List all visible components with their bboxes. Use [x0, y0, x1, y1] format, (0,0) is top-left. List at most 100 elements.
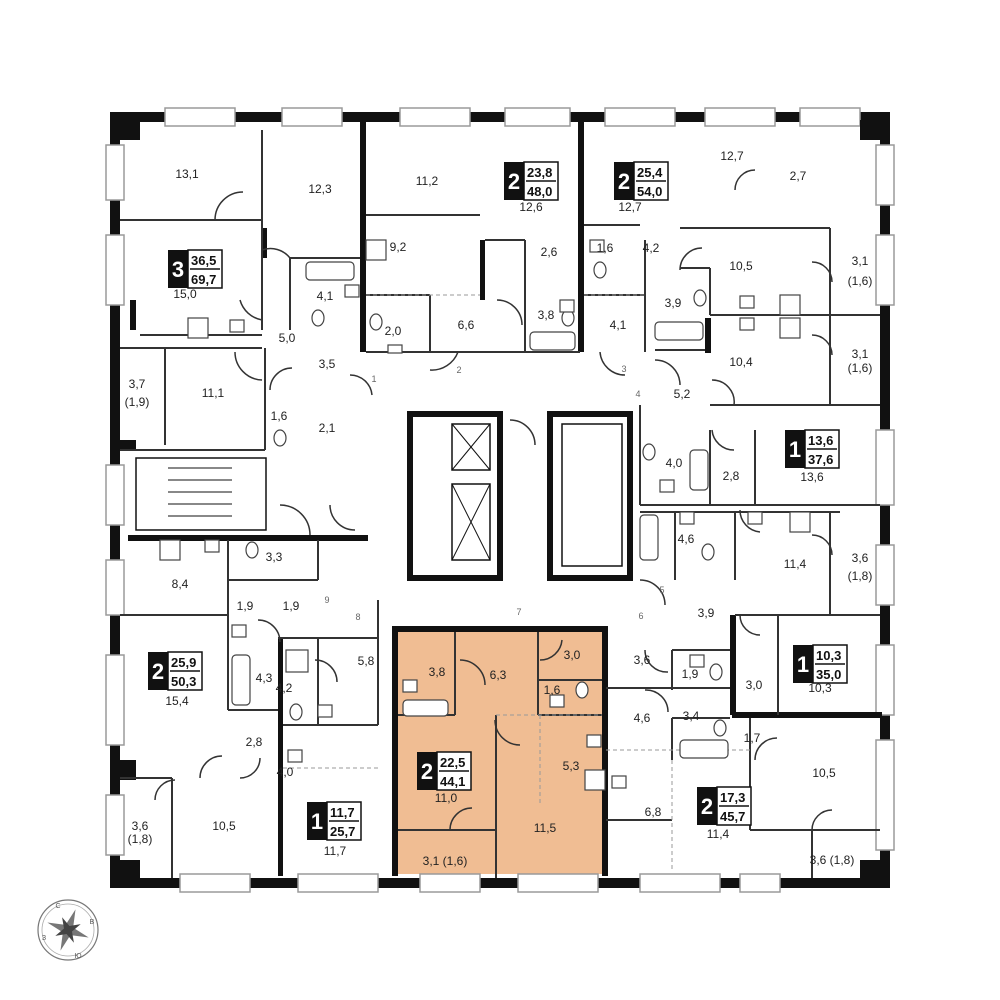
apartment-living-area: 25,4	[637, 165, 663, 180]
door-number-label: 1	[371, 374, 376, 384]
room-area-label: 3,6 (1,8)	[810, 853, 855, 867]
room-area-label: 10,5	[729, 259, 753, 273]
apartment-badge[interactable]: 2 17,3 45,7	[697, 786, 752, 826]
apartment-rooms-count: 2	[701, 794, 713, 819]
door-number-label: 8	[355, 612, 360, 622]
room-area-label: 1,6	[544, 683, 561, 697]
room-area-label: 3,6	[634, 653, 651, 667]
door-number-label: 4	[635, 389, 640, 399]
room-area-label: 1,6	[597, 241, 614, 255]
apartment-badge[interactable]: 1 10,3 35,0	[793, 644, 848, 684]
room-area-label: 15,0	[173, 287, 197, 301]
room-area-label: 11,4	[784, 557, 807, 571]
apartment-badge[interactable]: 1 11,7 25,7	[307, 801, 362, 841]
apartment-badge[interactable]: 2 25,9 50,3	[148, 651, 203, 691]
room-area-label: 2,0	[385, 324, 402, 338]
room-area-label: 5,2	[674, 387, 691, 401]
room-area-label: (1,8)	[848, 569, 873, 583]
door-number-label: 7	[516, 607, 521, 617]
room-area-label: 3,9	[665, 296, 682, 310]
room-area-label: 2,6	[541, 245, 558, 259]
room-area-label: 6,3	[490, 668, 507, 682]
apartment-living-area: 10,3	[816, 648, 841, 663]
apartment-living-area: 17,3	[720, 790, 745, 805]
room-area-label: (1,8)	[128, 832, 153, 846]
room-area-label: (1,6)	[848, 361, 873, 375]
room-area-label: 8,4	[172, 577, 189, 591]
room-area-label: 11,2	[416, 174, 439, 188]
room-area-label: 6,8	[645, 805, 662, 819]
room-area-label: 5,0	[279, 331, 296, 345]
room-area-label: 4,2	[276, 681, 293, 695]
apartment-living-area: 13,6	[808, 433, 833, 448]
room-area-label: (1,6)	[848, 274, 873, 288]
apartment-total-area: 50,3	[171, 674, 196, 689]
apartment-rooms-count: 1	[311, 809, 323, 834]
door-number-label: 9	[324, 595, 329, 605]
doors	[154, 169, 833, 831]
room-area-label: 4,6	[634, 711, 651, 725]
room-area-label: 1,9	[283, 599, 300, 613]
apartment-total-area: 48,0	[527, 184, 552, 199]
room-area-label: 13,1	[175, 167, 199, 181]
compass-west-label: З	[42, 935, 46, 942]
room-area-label: 2,7	[790, 169, 807, 183]
room-area-label: 1,9	[237, 599, 254, 613]
room-area-label: 3,9	[698, 606, 715, 620]
room-area-label: 11,7	[324, 844, 347, 858]
room-area-label: 2,8	[723, 469, 740, 483]
room-area-label: 3,4	[683, 709, 700, 723]
apartment-rooms-count: 2	[421, 759, 433, 784]
room-area-label: 4,0	[277, 765, 294, 779]
apartment-living-area: 25,9	[171, 655, 196, 670]
apartment-total-area: 35,0	[816, 667, 841, 682]
apartment-total-area: 45,7	[720, 809, 745, 824]
apartment-rooms-count: 3	[172, 257, 184, 282]
apartment-total-area: 69,7	[191, 272, 216, 287]
room-area-label: 4,0	[666, 456, 683, 470]
compass-south-label: Ю	[74, 953, 81, 960]
apartment-rooms-count: 2	[508, 169, 520, 194]
room-area-label: (1,9)	[125, 395, 150, 409]
room-area-label: 11,4	[707, 827, 730, 841]
room-area-label: 12,7	[720, 149, 744, 163]
room-area-label: 4,1	[610, 318, 627, 332]
room-area-label: 3,1 (1,6)	[423, 854, 468, 868]
door-number-label: 6	[638, 611, 643, 621]
apartment-total-area: 25,7	[330, 824, 355, 839]
room-area-label: 2,1	[319, 421, 336, 435]
room-area-label: 11,0	[435, 791, 458, 805]
room-area-label: 3,6	[852, 551, 869, 565]
door-number-label: 3	[621, 364, 626, 374]
door-number-label: 2	[456, 365, 461, 375]
apartment-living-area: 11,7	[330, 805, 355, 820]
room-area-label: 12,3	[308, 182, 332, 196]
apartment-rooms-count: 1	[797, 652, 809, 677]
zone-dashes	[283, 294, 750, 870]
room-area-label: 15,4	[165, 694, 189, 708]
apartment-rooms-count: 2	[618, 169, 630, 194]
apartment-rooms-count: 2	[152, 659, 164, 684]
room-area-label: 10,3	[808, 681, 832, 695]
room-area-label: 5,8	[358, 654, 375, 668]
apartment-living-area: 22,5	[440, 755, 465, 770]
room-area-label: 11,5	[534, 821, 557, 835]
windows	[105, 107, 895, 893]
room-area-label: 1,7	[744, 731, 761, 745]
room-area-label: 3,7	[129, 377, 146, 391]
room-area-label: 12,6	[519, 200, 543, 214]
compass-east-label: В	[90, 919, 95, 926]
highlighted-apartment[interactable]	[398, 632, 606, 874]
room-area-label: 3,8	[429, 665, 446, 679]
apartment-rooms-count: 1	[789, 437, 801, 462]
room-area-label: 3,0	[746, 678, 763, 692]
